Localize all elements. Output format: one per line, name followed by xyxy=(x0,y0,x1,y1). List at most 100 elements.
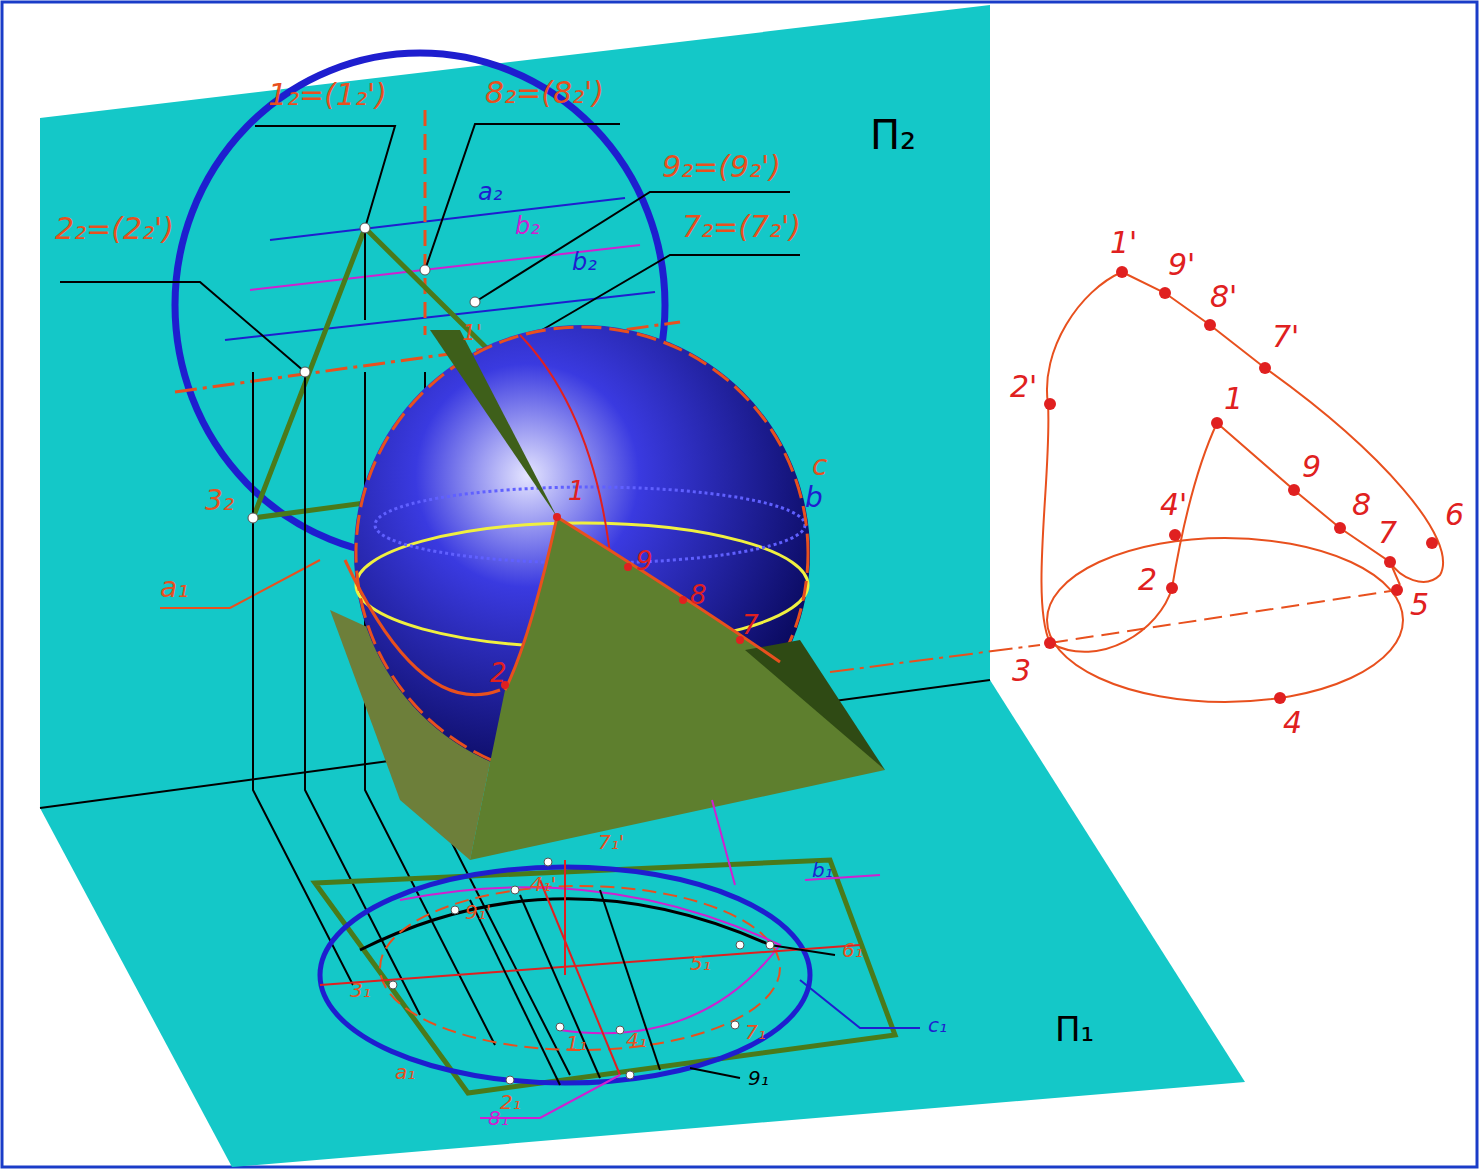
point-label: 3₁ xyxy=(350,980,371,1000)
point-marker xyxy=(420,265,430,275)
point-label: 2' xyxy=(1010,372,1037,402)
point-marker xyxy=(766,941,774,949)
center-line xyxy=(540,880,620,1075)
point-marker xyxy=(470,297,480,307)
point-label: 5 xyxy=(1410,590,1429,620)
point-label: 4₁ xyxy=(626,1030,647,1050)
intersection-curve xyxy=(1217,423,1400,585)
line-label: 8₁ xyxy=(488,1108,509,1128)
line-label: b xyxy=(805,484,823,512)
leader-line xyxy=(255,126,395,228)
point-label: 3 xyxy=(1012,656,1031,686)
plane-name: Π₁ xyxy=(1055,1012,1094,1046)
leader-line xyxy=(160,560,320,608)
point-label: 1₁ xyxy=(566,1033,587,1053)
point-marker xyxy=(556,1023,564,1031)
leader-line xyxy=(690,1068,740,1078)
pyramid-face xyxy=(430,330,557,517)
point-label: 7₂=(7₂') xyxy=(682,212,801,242)
point-label: 9₂=(9₂') xyxy=(662,152,781,182)
line-label: c₁ xyxy=(928,1015,947,1035)
center-line xyxy=(424,110,427,335)
point-marker xyxy=(1334,522,1346,534)
point-marker xyxy=(1288,484,1300,496)
point-label: 1 xyxy=(1224,384,1243,414)
point-marker xyxy=(506,1076,514,1084)
section-projection xyxy=(400,887,780,1033)
point-marker xyxy=(1426,537,1438,549)
projection-line xyxy=(253,372,353,985)
point-marker xyxy=(1166,582,1178,594)
point-marker xyxy=(1211,417,1223,429)
point-marker xyxy=(736,941,744,949)
hidden-line xyxy=(1050,590,1397,643)
point-label: 6 xyxy=(1445,500,1464,530)
intersection-curve xyxy=(1122,272,1443,582)
point-label: 4' xyxy=(1160,490,1187,520)
point-label: 1₂=(1₂') xyxy=(268,80,387,110)
projection-line xyxy=(600,890,660,1070)
point-marker xyxy=(1204,319,1216,331)
dash-dot-line xyxy=(830,645,1040,672)
point-marker xyxy=(1274,692,1286,704)
point-label: 8₂=(8₂') xyxy=(485,78,604,108)
line-label: a₁ xyxy=(395,1062,415,1082)
point-label: 7 xyxy=(742,612,759,638)
point-label: 4₁' xyxy=(530,874,556,894)
point-marker xyxy=(1044,398,1056,410)
point-label: 7₁ xyxy=(745,1022,766,1042)
point-label: 7' xyxy=(1272,322,1299,352)
pyramid-face xyxy=(470,517,885,860)
intersection-curve xyxy=(1041,272,1122,643)
point-label: 9 xyxy=(1302,452,1321,482)
point-marker xyxy=(679,596,687,604)
point-label: 3₂ xyxy=(205,487,234,515)
center-line xyxy=(564,860,566,975)
leader-line xyxy=(770,945,835,955)
leader-line xyxy=(475,192,790,302)
projection-line xyxy=(364,228,366,320)
point-label: 7₁' xyxy=(598,832,624,852)
center-line xyxy=(320,945,860,985)
leader-line xyxy=(425,124,620,270)
point-label: 4 xyxy=(1283,708,1302,738)
line-label: b₂ xyxy=(515,214,540,238)
point-marker xyxy=(1259,362,1271,374)
section-curve xyxy=(345,560,500,695)
section-curve xyxy=(505,517,780,690)
point-marker xyxy=(451,906,459,914)
point-marker xyxy=(1384,556,1396,568)
point-marker xyxy=(1391,584,1403,596)
point-label: 5₁ xyxy=(690,953,711,973)
point-label: 9₁' xyxy=(465,902,491,922)
section-projection xyxy=(380,886,780,1050)
point-marker xyxy=(731,1021,739,1029)
projection-line xyxy=(520,895,600,1078)
point-marker xyxy=(553,513,561,521)
line-label: b₁ xyxy=(812,860,833,880)
point-marker xyxy=(1116,266,1128,278)
point-label: 9₁ xyxy=(748,1068,769,1088)
level-line xyxy=(250,245,640,290)
point-label: 1' xyxy=(1110,228,1137,258)
point-label: 9 xyxy=(636,548,653,574)
point-label: 8 xyxy=(690,582,707,608)
point-marker xyxy=(389,981,397,989)
point-marker xyxy=(248,513,258,523)
point-marker xyxy=(624,563,632,571)
point-marker xyxy=(1159,287,1171,299)
point-label: 8' xyxy=(1210,282,1237,312)
point-label: 8 xyxy=(1352,490,1371,520)
leader-line xyxy=(800,980,920,1028)
point-label: 9' xyxy=(1168,250,1195,280)
plane-name: Π₂ xyxy=(870,115,916,155)
intersection-curve xyxy=(1050,423,1217,652)
point-label: 2 xyxy=(1138,565,1157,595)
projection-line xyxy=(712,800,735,885)
projection-line xyxy=(470,900,560,1085)
point-label: 1' xyxy=(462,322,482,344)
point-marker xyxy=(1044,637,1056,649)
line-label: a₁ xyxy=(160,574,188,602)
